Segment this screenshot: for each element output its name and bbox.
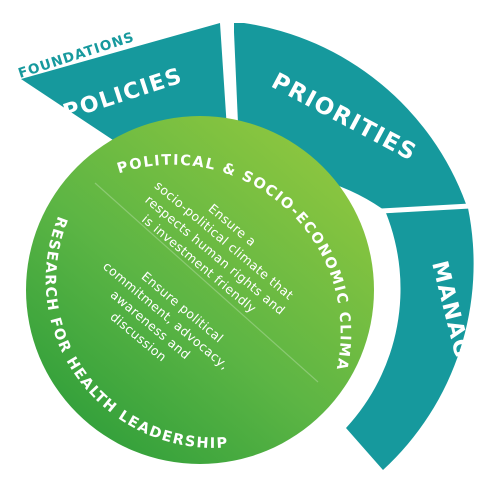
center-circle bbox=[26, 116, 374, 464]
circle-divider bbox=[94, 182, 319, 383]
management-segment bbox=[346, 208, 474, 470]
segment-divider bbox=[379, 203, 471, 214]
